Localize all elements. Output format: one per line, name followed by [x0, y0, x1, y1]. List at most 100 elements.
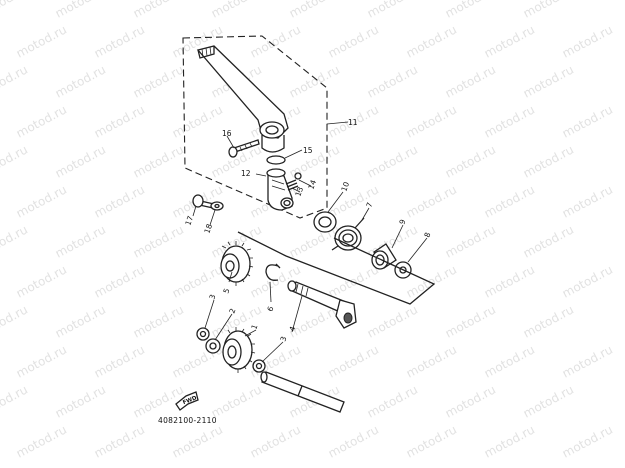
callout-labels: 1 2 3 3 4 5 6 7 8 9 10 11 12 13 14 15 16… [183, 118, 432, 343]
watermark-text: motod.ru [521, 62, 576, 100]
watermark-text: motod.ru [560, 422, 615, 460]
washer-2 [205, 338, 221, 354]
callout-10: 10 [339, 180, 351, 192]
watermark-text: motod.ru [443, 222, 498, 260]
watermark-text: motod.ru [14, 422, 69, 460]
watermark-text: motod.ru [14, 262, 69, 300]
callout-17: 17 [183, 214, 195, 226]
watermark-text: motod.ru [92, 102, 147, 140]
watermark-text: motod.ru [131, 222, 186, 260]
spring-13 [285, 179, 299, 191]
watermark-text: motod.ru [521, 222, 576, 260]
watermark-text: motod.ru [521, 382, 576, 420]
torsion-spring-7 [331, 217, 365, 251]
idler-gear-1 [222, 327, 256, 373]
washer-3-lower [252, 359, 266, 373]
callout-2: 2 [227, 307, 237, 315]
watermark-text: motod.ru [443, 0, 498, 21]
watermark-text: motod.ru [92, 182, 147, 220]
kick-gear-5 [220, 241, 254, 286]
watermark-text: motod.ru [131, 302, 186, 340]
watermark-text: motod.ru [131, 62, 186, 100]
watermark-text: motod.ru [287, 0, 342, 21]
watermark-text: motod.ru [53, 382, 108, 420]
watermark-text: motod.ru [14, 22, 69, 60]
watermark-text: motod.ru [521, 302, 576, 340]
watermark-text: motod.ru [482, 422, 537, 460]
watermark-text: motod.ru [404, 22, 459, 60]
kick-boss-12 [266, 168, 294, 211]
callout-3a: 3 [207, 293, 217, 301]
watermark-text: motod.ru [170, 262, 225, 300]
watermark-text: motod.ru [443, 382, 498, 420]
watermark-text: motod.ru [404, 262, 459, 300]
callout-15: 15 [303, 146, 313, 155]
callout-7: 7 [364, 201, 374, 209]
watermark-text: motod.ru [326, 422, 381, 460]
watermark-text: motod.ru [0, 62, 30, 100]
bolt-17 [192, 194, 215, 209]
watermark-text: motod.ru [443, 62, 498, 100]
callout-3b: 3 [278, 335, 288, 343]
callout-4: 4 [287, 325, 297, 333]
watermark-text: motod.ru [53, 62, 108, 100]
watermark-text: motod.ru [53, 142, 108, 180]
watermark-text: motod.ru [482, 262, 537, 300]
watermark-text: motod.ru [482, 342, 537, 380]
watermark-text: motod.ru [53, 302, 108, 340]
watermark-text: motod.ru [560, 342, 615, 380]
shaft [260, 371, 345, 413]
callout-1: 1 [249, 323, 259, 331]
washer-3-upper [196, 327, 210, 341]
watermark-text: motod.ru [443, 142, 498, 180]
watermark-text: motod.ru [131, 0, 186, 21]
watermark-text: motod.ru [14, 102, 69, 140]
watermark-text: motod.ru [0, 222, 30, 260]
forward-direction-marker: FWD [175, 391, 199, 411]
watermark-text: motod.ru [404, 182, 459, 220]
watermark-text: motod.ru [92, 22, 147, 60]
watermark-text: motod.ru [365, 302, 420, 340]
watermark-text: motod.ru [443, 302, 498, 340]
watermark-text: motod.ru [404, 102, 459, 140]
watermark-text: motod.ru [131, 382, 186, 420]
watermark-text: motod.ru [209, 0, 264, 21]
watermark-text: motod.ru [14, 342, 69, 380]
ball-14 [294, 172, 302, 180]
leader-lines [192, 121, 428, 363]
kick-crank-lever [196, 45, 289, 153]
watermark-text: motod.ru [131, 142, 186, 180]
watermark-text: motod.ru [365, 382, 420, 420]
watermark-text: motod.ru [560, 182, 615, 220]
callout-16: 16 [222, 129, 232, 138]
washer-18 [210, 201, 224, 211]
watermark-text: motod.ru [248, 22, 303, 60]
circlip-6 [265, 263, 281, 281]
watermark-text: motod.ru [560, 22, 615, 60]
watermark-text: motod.ru [14, 182, 69, 220]
watermark-text: motod.ru [521, 142, 576, 180]
watermark-text: motod.ru [326, 342, 381, 380]
watermark-text: motod.ru [0, 302, 30, 340]
watermark-text: motod.ru [326, 182, 381, 220]
watermark-text: motod.ru [0, 142, 30, 180]
watermark-text: motod.ru [326, 22, 381, 60]
watermark-text: motod.ru [170, 102, 225, 140]
watermark-text: motod.ru [560, 102, 615, 140]
watermark-text: motod.ru [482, 182, 537, 220]
watermark-text: motod.ru [92, 422, 147, 460]
watermark-text: motod.ru [0, 382, 30, 420]
watermark-text: motod.ru [365, 62, 420, 100]
callout-12: 12 [241, 169, 251, 178]
watermark-text: motod.ru [53, 222, 108, 260]
watermark-text: motod.ru [521, 0, 576, 21]
callout-18: 18 [202, 222, 214, 234]
watermark-text: motod.ru [248, 422, 303, 460]
o-ring-15 [266, 155, 286, 165]
watermark-text: motod.ru [209, 382, 264, 420]
callout-13: 13 [293, 185, 305, 197]
callout-14: 14 [306, 178, 318, 190]
watermark-text: motod.ru [170, 422, 225, 460]
kick-axle-4 [287, 280, 357, 329]
watermark-text: motod.ru [482, 22, 537, 60]
